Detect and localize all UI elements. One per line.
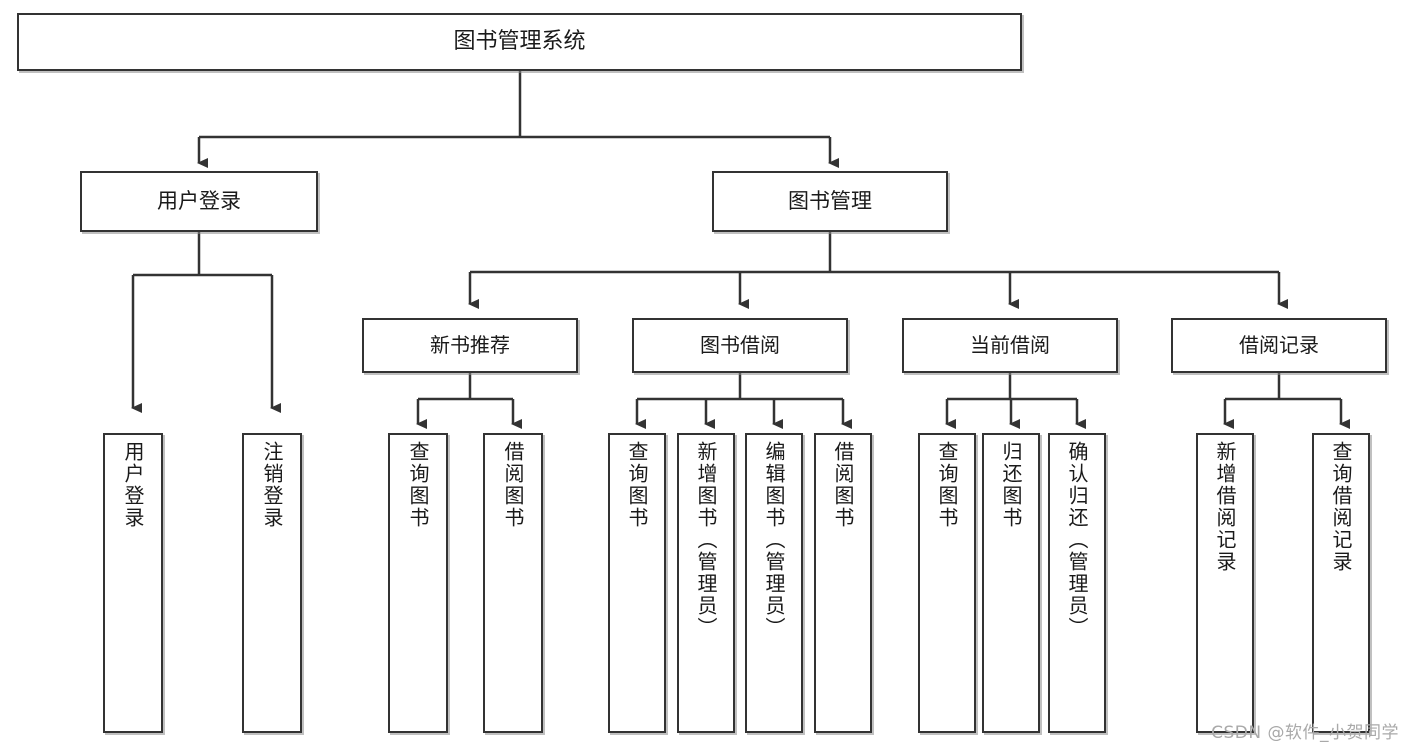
node-leaf-logout[interactable]: 注销登录: [242, 433, 302, 733]
node-book-manage[interactable]: 图书管理: [712, 171, 948, 232]
node-leaf-return-book-label: 归还图书: [999, 441, 1023, 529]
node-leaf-user-login[interactable]: 用户登录: [103, 433, 163, 733]
node-book-borrow[interactable]: 图书借阅: [632, 318, 848, 373]
node-leaf-borrow-book-2-label: 借阅图书: [831, 441, 855, 529]
node-leaf-add-record-label: 新增借阅记录: [1213, 441, 1237, 573]
node-leaf-edit-book[interactable]: 编辑图书（管理员）: [745, 433, 803, 733]
node-leaf-edit-book-label: 编辑图书（管理员）: [762, 441, 786, 639]
node-user-login-label: 用户登录: [157, 189, 241, 214]
node-current-borrow-label: 当前借阅: [970, 333, 1050, 357]
node-leaf-user-login-label: 用户登录: [121, 441, 145, 529]
node-root-label: 图书管理系统: [453, 29, 586, 55]
node-leaf-return-book[interactable]: 归还图书: [982, 433, 1040, 733]
node-leaf-query-book-3-label: 查询图书: [935, 441, 959, 529]
csdn-watermark: CSDN @软件_小贺同学: [1211, 723, 1399, 743]
node-new-book-rec[interactable]: 新书推荐: [362, 318, 578, 373]
node-book-borrow-label: 图书借阅: [700, 333, 780, 357]
node-leaf-borrow-book-1[interactable]: 借阅图书: [483, 433, 543, 733]
node-leaf-borrow-book-2[interactable]: 借阅图书: [814, 433, 872, 733]
node-leaf-query-book-1[interactable]: 查询图书: [388, 433, 448, 733]
node-leaf-query-record-label: 查询借阅记录: [1329, 441, 1353, 573]
node-leaf-logout-label: 注销登录: [260, 441, 284, 529]
node-book-manage-label: 图书管理: [788, 189, 872, 214]
node-leaf-query-book-2-label: 查询图书: [625, 441, 649, 529]
node-leaf-borrow-book-1-label: 借阅图书: [501, 441, 525, 529]
node-current-borrow[interactable]: 当前借阅: [902, 318, 1118, 373]
node-leaf-add-book-label: 新增图书（管理员）: [694, 441, 718, 639]
node-leaf-confirm-return-label: 确认归还（管理员）: [1065, 441, 1089, 639]
node-borrow-record-label: 借阅记录: [1239, 333, 1319, 357]
node-leaf-query-record[interactable]: 查询借阅记录: [1312, 433, 1370, 733]
node-leaf-add-book[interactable]: 新增图书（管理员）: [677, 433, 735, 733]
node-user-login[interactable]: 用户登录: [80, 171, 318, 232]
node-root[interactable]: 图书管理系统: [17, 13, 1022, 71]
node-leaf-query-book-1-label: 查询图书: [406, 441, 430, 529]
node-leaf-confirm-return[interactable]: 确认归还（管理员）: [1048, 433, 1106, 733]
node-new-book-rec-label: 新书推荐: [430, 333, 510, 357]
node-leaf-query-book-3[interactable]: 查询图书: [918, 433, 976, 733]
node-leaf-query-book-2[interactable]: 查询图书: [608, 433, 666, 733]
node-leaf-add-record[interactable]: 新增借阅记录: [1196, 433, 1254, 733]
node-borrow-record[interactable]: 借阅记录: [1171, 318, 1387, 373]
